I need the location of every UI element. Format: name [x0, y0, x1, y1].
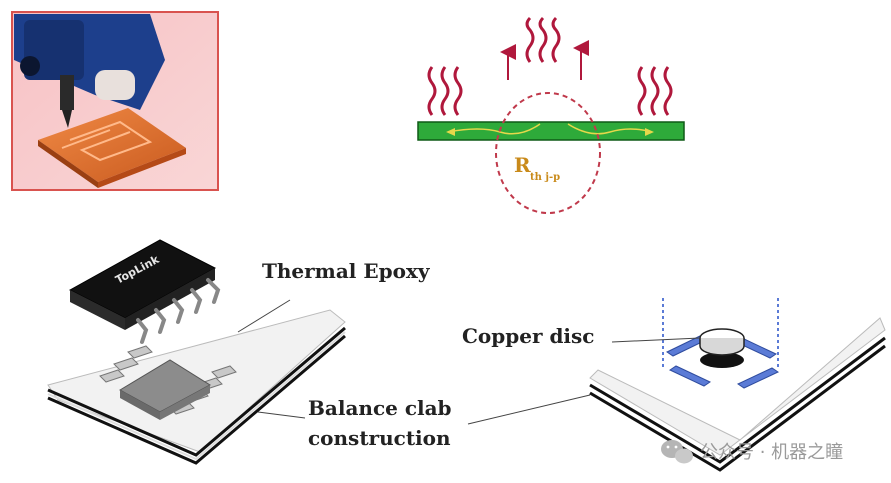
rth-subscript: th j-p [530, 172, 560, 183]
dispenser-nozzle-housing [95, 70, 135, 100]
board-surface-right [589, 317, 886, 456]
chip-leads [136, 278, 221, 344]
dispenser-needle [62, 110, 72, 128]
rth-circle [495, 92, 601, 214]
rth-label: R [514, 153, 531, 177]
heat-flow-right [567, 123, 653, 135]
pcb-strip [417, 121, 685, 141]
heat-flow-left [447, 123, 541, 135]
label-copper-disc: Copper disc [462, 324, 594, 348]
heat-waves-right [637, 66, 673, 116]
leader-thermal-epoxy [237, 299, 291, 333]
watermark-text: 公众号 · 机器之瞳 [700, 442, 843, 463]
label-balance-line1: Balance clab [308, 396, 452, 420]
wechat-icon [661, 440, 693, 464]
heat-waves-center [525, 16, 561, 63]
copper-disc-board-assembly [589, 298, 886, 472]
label-balance-line2: construction [308, 426, 451, 450]
leader-balance-right [467, 394, 591, 425]
leader-balance-left [257, 411, 306, 419]
machine-photo [11, 11, 219, 191]
leader-copper-disc [611, 337, 701, 343]
soic-chip: TopLink [68, 239, 221, 344]
label-thermal-epoxy: Thermal Epoxy [262, 259, 431, 283]
soic-board-assembly: TopLink [47, 239, 346, 465]
watermark: 公众号 · 机器之瞳 [661, 440, 843, 464]
thermal-resistance-diagram: R th j-p [417, 16, 685, 214]
copper-pads [665, 335, 780, 389]
heat-waves-left [427, 66, 463, 116]
disc-hole [700, 352, 744, 368]
orange-board [38, 108, 186, 182]
